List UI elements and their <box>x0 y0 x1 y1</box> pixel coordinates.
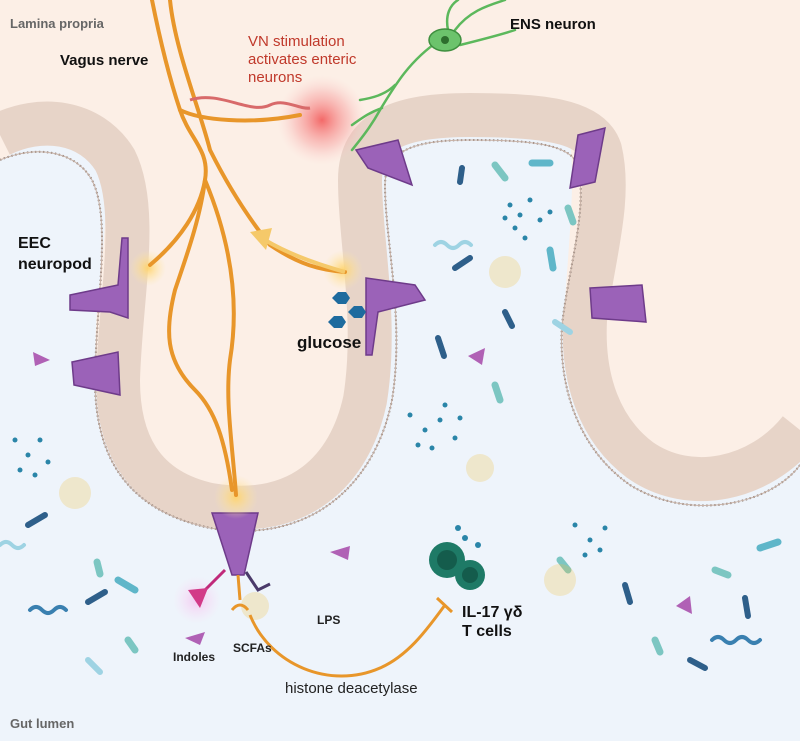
teal-bacterium <box>651 636 664 656</box>
scfas-label: SCFAs <box>233 641 272 655</box>
scfa-cluster <box>59 477 91 509</box>
hdac-inhibition-path <box>248 604 447 678</box>
spirillum <box>0 540 26 550</box>
cytokine-dot <box>475 542 481 548</box>
vn-stimulation-line-3: neurons <box>248 69 303 86</box>
flagellated-bacterium <box>552 319 573 335</box>
indole-molecule <box>185 632 205 645</box>
teal-bacterium <box>124 636 139 654</box>
eec-label-line-2: neuropod <box>18 256 92 273</box>
eec-cell-top-right <box>569 126 606 189</box>
scfa-cluster <box>489 256 521 288</box>
indole-molecule <box>676 596 692 614</box>
vn-stimulation-line-1: VN stimulation <box>248 33 345 50</box>
teal-bacterium <box>491 381 504 404</box>
eec-cell-right <box>589 284 647 323</box>
vagus-nerve-fibers <box>148 0 347 497</box>
spirillum <box>28 605 68 615</box>
rod-bacterium <box>25 512 48 528</box>
teal-bacterium <box>711 566 732 579</box>
eec-cell-bottom <box>210 512 259 576</box>
metabolite-dots <box>12 197 608 558</box>
teal-bacterium <box>564 204 577 226</box>
scfa-cluster <box>466 454 494 482</box>
glucose-label: glucose <box>297 333 362 352</box>
scfa-cluster <box>544 564 576 596</box>
ens-neuron-label: ENS neuron <box>510 16 596 33</box>
flagellated-bacterium <box>85 657 103 675</box>
hdac-label: histone deacetylase <box>285 680 418 697</box>
il17-label-line-2: T cells <box>462 623 512 640</box>
lps-label: LPS <box>317 613 341 627</box>
glucose-hexagon <box>332 292 350 304</box>
indole-molecule <box>330 546 350 560</box>
scfa-receptor <box>230 574 250 611</box>
flagellated-bacterium <box>114 576 139 594</box>
il17-label-line-1: IL-17 γδ <box>462 604 523 621</box>
vn-stimulation-line-2: activates enteric <box>248 51 357 68</box>
lps-receptor <box>244 571 271 592</box>
eec-cell-left-lower <box>71 351 121 396</box>
glucose-hexagon <box>328 316 346 328</box>
indole-molecule <box>33 352 50 366</box>
eec-neuropod-cell-left <box>69 237 129 320</box>
flagellated-bacterium <box>756 538 782 552</box>
glucose-molecules <box>328 292 366 328</box>
cytokine-dot <box>455 525 461 531</box>
rod-bacterium <box>687 657 708 671</box>
teal-bacterium <box>93 558 104 578</box>
eec-cell-glucose <box>365 277 427 356</box>
vn-stimulation-glow <box>277 75 367 165</box>
vagus-nerve-label: Vagus nerve <box>60 52 149 69</box>
ens-neuron <box>350 0 517 152</box>
lamina-propria-label: Lamina propria <box>10 16 104 31</box>
rod-bacterium <box>452 255 473 271</box>
il17-t-cells <box>429 525 485 590</box>
gut-lumen-label: Gut lumen <box>10 716 75 731</box>
indole-triangles <box>33 348 692 645</box>
rod-bacterium <box>622 582 633 605</box>
glucose-signal-arrow <box>263 238 346 274</box>
scfa-cluster <box>241 592 269 620</box>
eec-cell-top-left <box>354 139 414 187</box>
indole-molecule <box>468 348 485 365</box>
il17-t-cells-label: IL-17 γδ T cells <box>462 603 522 641</box>
ens-neuron-nucleus <box>441 36 449 44</box>
scfa-clusters <box>59 256 576 620</box>
vn-stimulation-label: VN stimulation activates enteric neurons <box>248 33 356 87</box>
rod-bacterium <box>457 165 465 185</box>
vagus-nerve-red-fiber <box>189 96 311 110</box>
cytokine-dot <box>462 535 468 541</box>
teal-bacterium <box>556 556 572 574</box>
glucose-hexagon <box>348 306 366 318</box>
rod-bacterium <box>435 335 447 359</box>
spirillum <box>433 240 473 250</box>
glucose-signal-arrowhead <box>250 228 272 250</box>
eec-signal-glow-bottom <box>214 475 258 519</box>
hdac-inhibition-bar <box>435 596 454 614</box>
rod-bacterium <box>85 589 108 605</box>
spirillum <box>710 635 762 645</box>
eec-cells <box>69 126 647 576</box>
rod-bacterium <box>502 309 515 329</box>
indoles-label: Indoles <box>173 650 216 664</box>
eec-neuropod-label: EEC neuropod <box>18 233 92 275</box>
flagellated-bacterium <box>546 246 557 272</box>
rod-bacterium <box>742 595 751 619</box>
indole-receptor-head <box>188 588 208 608</box>
teal-bacterium <box>491 161 509 182</box>
microbes <box>0 159 782 675</box>
epithelium-inner-edge <box>0 139 800 532</box>
eec-label-line-1: EEC <box>18 235 51 252</box>
